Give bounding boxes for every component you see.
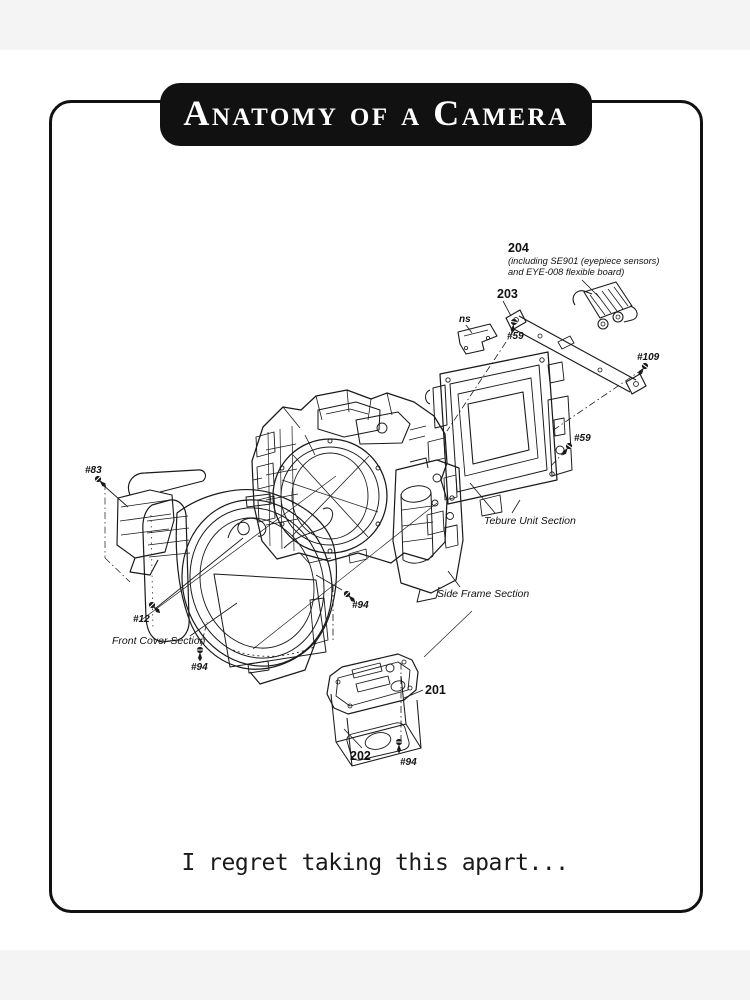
screw-94-bottom-label: #94 <box>400 757 417 768</box>
section-front-cover-label: Front Cover Section <box>112 635 206 647</box>
part-204-label: 204 <box>508 241 529 255</box>
part-202-label: 202 <box>350 749 371 763</box>
bottom-gray-band <box>0 950 750 1000</box>
camera-body-drawing <box>251 389 448 564</box>
front-cover-drawing <box>142 489 337 685</box>
screw-109-label: #109 <box>637 352 660 363</box>
screw-12-label: #12 <box>133 614 150 625</box>
screw-icon <box>196 646 204 662</box>
section-side-frame-label: Side Frame Section <box>437 588 529 600</box>
part-203-label: 203 <box>497 287 518 301</box>
title-banner: Anatomy of a Camera <box>160 83 592 146</box>
ns-clip-drawing <box>457 323 498 355</box>
screw-59-top-label: #59 <box>507 331 524 342</box>
screw-59-right-label: #59 <box>574 433 591 444</box>
caption-text: I regret taking this apart... <box>181 850 569 876</box>
screw-94-mid-label: #94 <box>352 600 369 611</box>
eyepiece-sensor-204-drawing <box>572 281 638 330</box>
screw-83-label: #83 <box>85 465 102 476</box>
top-gray-band <box>0 0 750 50</box>
page-title: Anatomy of a Camera <box>183 92 569 133</box>
box-frame-202-drawing <box>330 675 422 767</box>
tebure-unit-drawing <box>425 351 573 517</box>
section-tebure-label: Tebure Unit Section <box>484 515 576 527</box>
part-201-label: 201 <box>425 683 446 697</box>
screw-icon <box>147 600 163 616</box>
assembly-axis-lines <box>104 329 644 742</box>
eyepiece-part-drawing <box>116 469 206 576</box>
part-204-note-line2: and EYE-008 flexible board) <box>508 267 624 277</box>
screw-94-left-label: #94 <box>191 662 208 673</box>
top-rail-203-drawing <box>505 309 647 395</box>
part-204-note-line1: (including SE901 (eyepiece sensors) <box>508 256 659 266</box>
ns-label: ns <box>459 314 471 325</box>
label-leader-lines <box>101 279 601 749</box>
side-frame-drawing <box>392 457 464 603</box>
